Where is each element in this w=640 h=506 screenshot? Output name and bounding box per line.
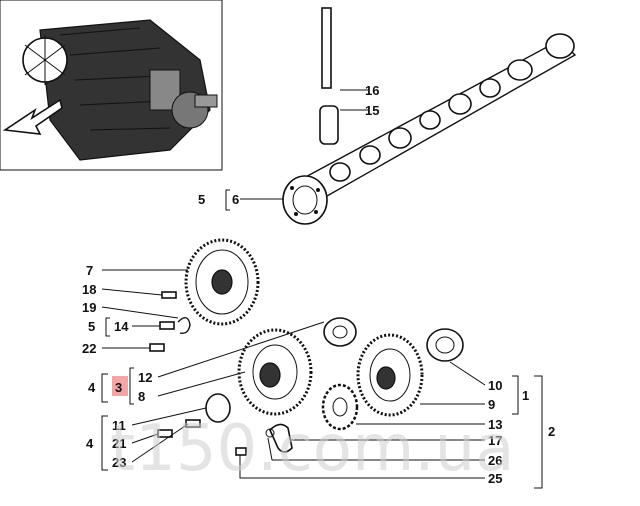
label-3: 3 — [115, 380, 122, 395]
label-25: 25 — [488, 471, 502, 486]
highlight-marker — [112, 376, 128, 396]
label-8: 8 — [138, 389, 145, 404]
label-23: 23 — [112, 455, 126, 470]
gear-9 — [356, 333, 424, 417]
camshaft — [282, 33, 577, 225]
watermark: t150.com.ua — [110, 412, 514, 486]
label-1: 1 — [522, 388, 529, 403]
plate-17 — [269, 423, 293, 453]
label-22: 22 — [82, 341, 96, 356]
label-10: 10 — [488, 378, 502, 393]
bolt-22 — [149, 343, 165, 352]
label-5-mid: 5 — [88, 319, 95, 334]
bolt-18 — [161, 291, 177, 299]
thrust-washer — [321, 383, 359, 431]
label-12: 12 — [138, 370, 152, 385]
label-26: 26 — [488, 453, 502, 468]
label-6: 6 — [232, 192, 239, 207]
leader-lines — [101, 89, 543, 489]
label-5-top: 5 — [198, 192, 205, 207]
pushrod — [319, 7, 339, 145]
pointer-arrow-icon — [2, 98, 63, 135]
label-15: 15 — [365, 103, 379, 118]
label-7: 7 — [86, 263, 93, 278]
label-2: 2 — [548, 424, 555, 439]
label-21: 21 — [112, 436, 126, 451]
callout-labels: 16 15 5 6 7 18 19 5 14 22 4 3 12 8 11 4 … — [82, 83, 555, 486]
label-14: 14 — [114, 319, 129, 334]
label-9: 9 — [488, 397, 495, 412]
bolt-23 — [185, 419, 201, 428]
engine-thumbnail — [0, 0, 223, 171]
bushing-small — [323, 317, 357, 347]
bolt-25 — [235, 447, 247, 456]
label-11: 11 — [112, 418, 126, 433]
label-19: 19 — [82, 300, 96, 315]
label-18: 18 — [82, 282, 96, 297]
bolt-21 — [157, 429, 173, 438]
label-4-upper: 4 — [88, 380, 96, 395]
label-17: 17 — [488, 433, 502, 448]
bushing-large — [426, 328, 464, 362]
gear-8 — [237, 328, 313, 416]
label-4-lower: 4 — [86, 436, 94, 451]
gear-7 — [184, 238, 260, 326]
label-13: 13 — [488, 417, 502, 432]
bolt-14 — [159, 321, 175, 330]
label-16: 16 — [365, 83, 379, 98]
lock-plate-19 — [177, 317, 191, 335]
